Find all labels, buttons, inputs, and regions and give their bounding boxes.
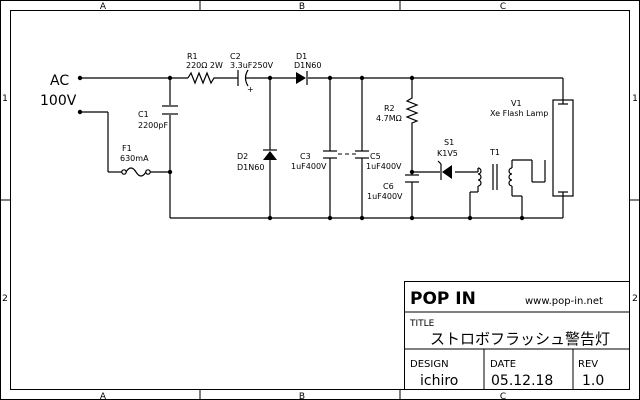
drawing-date: 05.12.18 [491,373,553,389]
title-block [404,281,630,390]
c3-capacitor-symbol [323,150,337,159]
v1-value: Xe Flash Lamp [490,109,548,118]
r2-value: 4.7MΩ [376,114,402,123]
junction-dots [77,75,525,221]
c3-ref: C3 [300,152,311,161]
d1-value: D1N60 [294,61,321,70]
t1-transformer-symbol [477,164,513,190]
c6-ref: C6 [383,182,394,191]
d1-ref: D1 [296,52,307,61]
zone-row-label: 2 [2,294,8,304]
inner-frame [10,10,630,390]
c5-value: 1uF400V [366,162,402,171]
s1-sidac-symbol [437,160,452,180]
zone-row-label: 2 [632,294,638,304]
r2-resistor-symbol [405,95,419,125]
d2-value: D1N60 [237,163,264,172]
drawing-title: ストロボフラッシュ警告灯 [430,330,610,348]
zone-col-label: C [500,392,506,400]
date-caption: DATE [490,359,516,370]
zone-col-label: B [299,392,305,400]
ac-label: AC [50,73,69,89]
v1-xenon-lamp-symbol [552,99,574,197]
r1-value: 220Ω 2W [186,61,223,70]
title-caption: TITLE [409,319,435,329]
voltage-label: 100V [40,93,77,109]
c1-ref: C1 [138,110,149,119]
c1-capacitor-symbol [162,105,178,115]
s1-value: K1V5 [437,149,458,158]
c3-value: 1uF400V [291,162,327,171]
zone-row-label: 1 [2,94,8,104]
r2-ref: R2 [384,104,395,113]
c2-value: 3.3uF250V [230,61,274,70]
c1-value: 2200pF [138,121,168,130]
f1-value: 630mA [120,154,149,163]
c2-polarity-mark: + [247,85,254,94]
design-caption: DESIGN [410,359,449,370]
c6-capacitor-symbol [405,174,419,183]
f1-fuse-symbol [121,167,151,177]
d1-diode-symbol [296,71,308,85]
revision-number: 1.0 [582,373,604,389]
c5-capacitor-symbol [355,150,369,159]
r1-ref: R1 [187,52,198,61]
t1-ref: T1 [489,148,500,157]
zone-row-label: 1 [632,94,638,104]
c5-ref: C5 [370,152,381,161]
r1-resistor-symbol [187,71,217,85]
d2-ref: D2 [237,152,248,161]
zone-col-label: B [299,2,305,12]
zone-col-label: A [100,2,107,12]
c2-ref: C2 [230,52,241,61]
s1-ref: S1 [444,138,454,147]
d2-diode-symbol [263,149,277,160]
v1-ref: V1 [511,99,522,108]
c2-capacitor-symbol [235,69,250,87]
f1-ref: F1 [122,144,132,153]
rev-caption: REV [578,359,598,370]
c6-value: 1uF400V [367,192,403,201]
zone-col-label: C [500,2,506,12]
zone-col-label: A [100,392,107,400]
designer-name: ichiro [420,373,458,389]
brand-url: www.pop-in.net [525,296,603,307]
brand-logo: POP IN [410,289,476,309]
